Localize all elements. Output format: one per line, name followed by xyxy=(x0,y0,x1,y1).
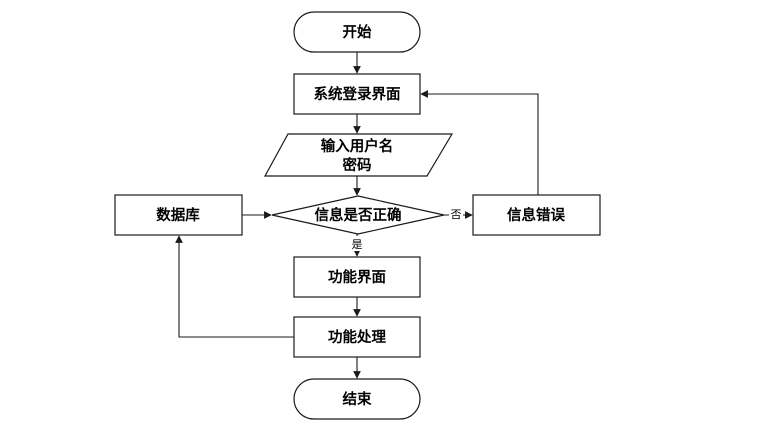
database-label: 数据库 xyxy=(156,206,200,224)
input-label-line1: 输入用户名 xyxy=(321,137,394,155)
yes-edge-label: 是 xyxy=(352,238,363,251)
input-node: 输入用户名 密码 xyxy=(263,133,454,177)
start-node: 开始 xyxy=(293,11,421,53)
check-label: 信息是否正确 xyxy=(315,206,402,224)
edge-process-to-database xyxy=(175,235,294,338)
function-process-label: 功能处理 xyxy=(328,328,386,346)
error-label: 信息错误 xyxy=(507,206,565,224)
login-page-label: 系统登录界面 xyxy=(314,85,401,103)
start-label: 开始 xyxy=(343,23,372,41)
end-node: 结束 xyxy=(293,378,421,420)
no-edge-label: 否 xyxy=(451,208,462,221)
error-node: 信息错误 xyxy=(472,194,601,236)
input-label-line2: 密码 xyxy=(343,156,372,174)
end-label: 结束 xyxy=(343,390,372,408)
yes-label-background xyxy=(350,236,364,251)
no-label-background xyxy=(449,206,463,222)
check-node: 信息是否正确 xyxy=(271,195,445,235)
login-page-node: 系统登录界面 xyxy=(293,73,421,115)
function-process-node: 功能处理 xyxy=(293,316,421,358)
database-node: 数据库 xyxy=(114,194,243,236)
function-page-label: 功能界面 xyxy=(328,268,386,286)
function-page-node: 功能界面 xyxy=(293,256,421,298)
edge-error-to-login xyxy=(420,90,539,195)
